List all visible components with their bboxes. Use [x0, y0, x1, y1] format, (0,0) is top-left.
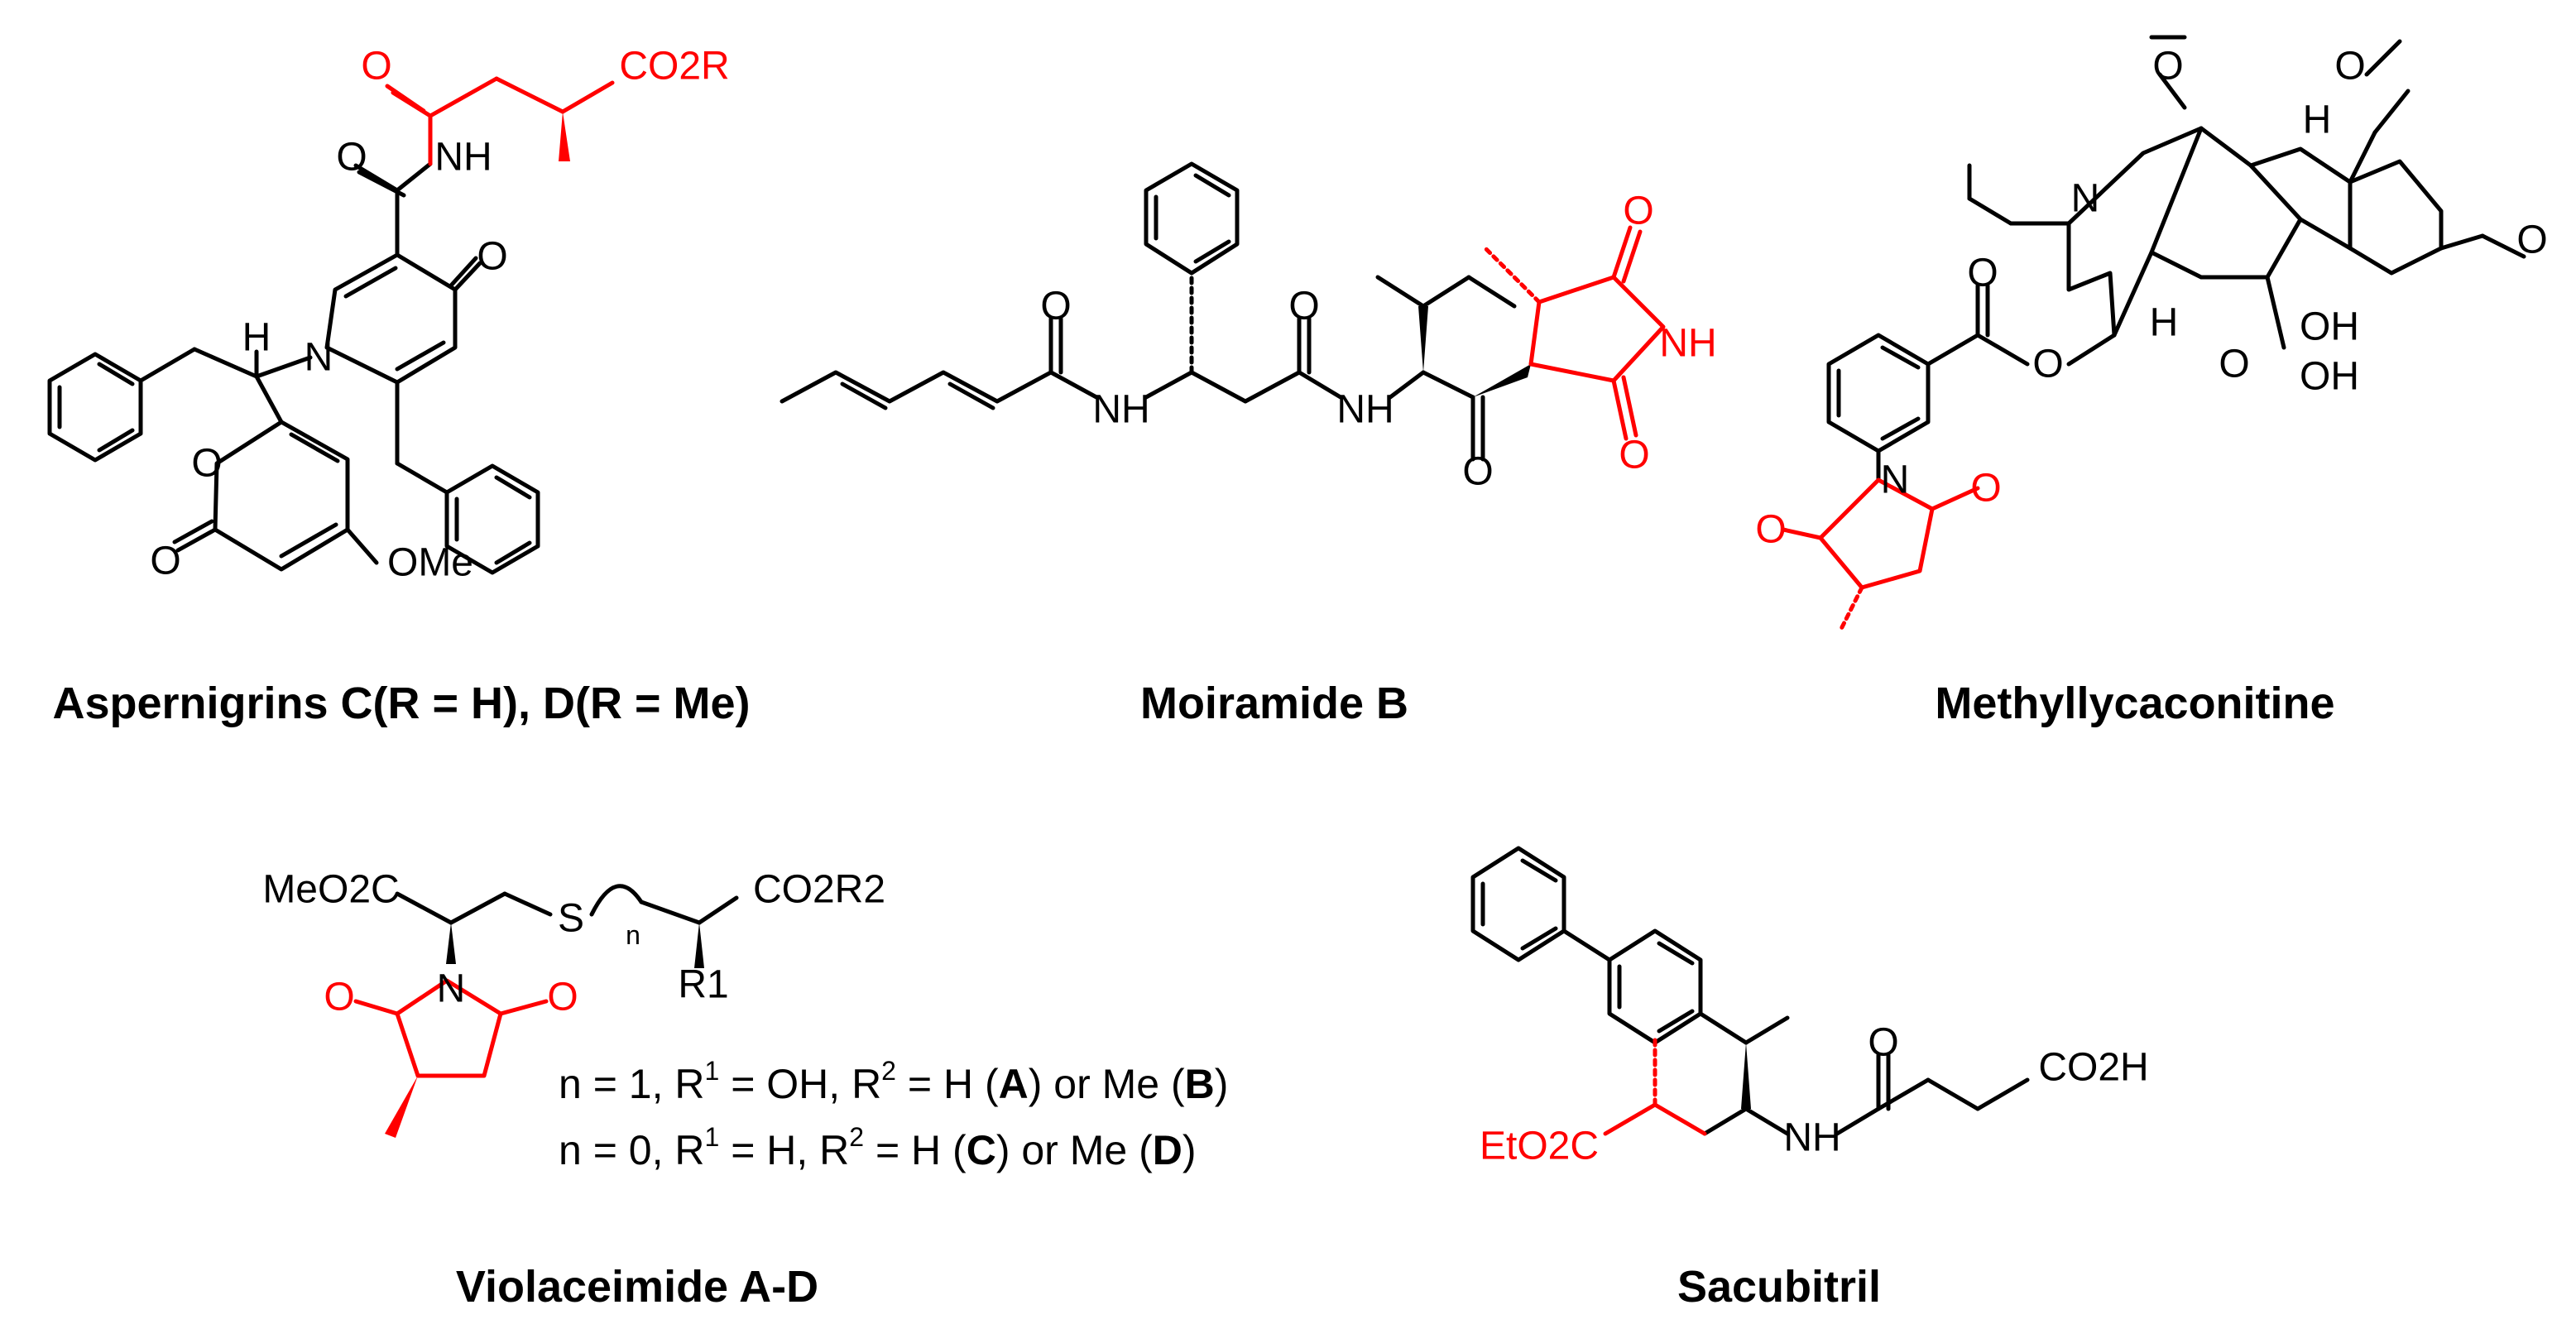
mla-oh-2: OH: [2300, 355, 2359, 399]
aspernigrins-structure: [47, 76, 615, 575]
caption-violaceimide: Violaceimide A-D: [456, 1262, 818, 1312]
aspernigrins-lactone-o: O: [150, 540, 180, 583]
violaceimide-note-1: n = 1, R1 = OH, R2 = H (A) or Me (B): [559, 1056, 1228, 1107]
caption-aspernigrins: Aspernigrins C(R = H), D(R = Me): [52, 679, 750, 728]
caption-moiramide: Moiramide B: [1140, 679, 1408, 728]
violaceimide-meo2c: MeO2C: [262, 868, 399, 912]
mla-ome-4: O: [2219, 343, 2249, 386]
aspernigrins-nh: NH: [434, 136, 492, 180]
aspernigrins-n: N: [305, 336, 333, 380]
mla-h2: H: [2303, 98, 2332, 142]
sacubitril-nh: NH: [1783, 1116, 1840, 1160]
violaceimide-imide-o2: O: [324, 976, 354, 1019]
violaceimide-imide-o1: O: [547, 976, 578, 1019]
violaceimide-imide-n: N: [437, 967, 466, 1011]
sacubitril-o: O: [1868, 1021, 1898, 1065]
moiramide-imide-nh: NH: [1659, 322, 1716, 366]
mla-oh-1: OH: [2300, 305, 2359, 349]
sacubitril-structure: [1470, 846, 2030, 1136]
mla-imide-n: N: [1881, 458, 1910, 502]
moiramide-nh2: NH: [1336, 388, 1394, 432]
aspernigrins-pyridone-o: O: [477, 235, 507, 279]
mla-h1: H: [2150, 301, 2179, 345]
aspernigrins-h: H: [242, 316, 271, 360]
moiramide-imide-o2: O: [1619, 434, 1649, 477]
violaceimide-co2r2: CO2R2: [753, 868, 885, 912]
mla-n: N: [2071, 177, 2100, 221]
mla-ester-o2: O: [2032, 343, 2063, 386]
moiramide-structure: [780, 161, 1666, 462]
methyllycaconitine-structure: [1781, 35, 2526, 631]
violaceimide-structure: [353, 884, 739, 1138]
aspernigrins-co2r: CO2R: [619, 45, 729, 89]
aspernigrins-red-o: O: [361, 45, 391, 89]
moiramide-o2: O: [1288, 285, 1319, 329]
mla-ester-o: O: [1967, 252, 1998, 295]
caption-methyllycaconitine: Methyllycaconitine: [1935, 679, 2334, 728]
mla-imide-o2: O: [1755, 508, 1786, 552]
moiramide-o1: O: [1040, 285, 1071, 329]
mla-ome-3: O: [2516, 218, 2547, 262]
mla-ome-2: O: [2334, 45, 2365, 89]
violaceimide-s: S: [558, 897, 584, 941]
aspernigrins-ring-o: O: [191, 442, 222, 486]
sacubitril-co2h: CO2H: [2038, 1046, 2148, 1090]
sacubitril-eto2c: EtO2C: [1480, 1125, 1599, 1168]
mla-ome-1: O: [2152, 45, 2183, 89]
aspernigrins-ome: OMe: [387, 541, 473, 585]
violaceimide-note-2: n = 0, R1 = H, R2 = H (C) or Me (D): [559, 1122, 1197, 1173]
moiramide-imide-o1: O: [1623, 189, 1653, 233]
violaceimide-n-sub: n: [626, 920, 640, 950]
moiramide-o3: O: [1462, 450, 1493, 494]
mla-imide-o1: O: [1970, 467, 2001, 511]
violaceimide-r1: R1: [678, 963, 728, 1007]
aspernigrins-carbonyl-o: O: [336, 136, 367, 180]
caption-sacubitril: Sacubitril: [1677, 1262, 1881, 1312]
moiramide-nh1: NH: [1092, 388, 1149, 432]
